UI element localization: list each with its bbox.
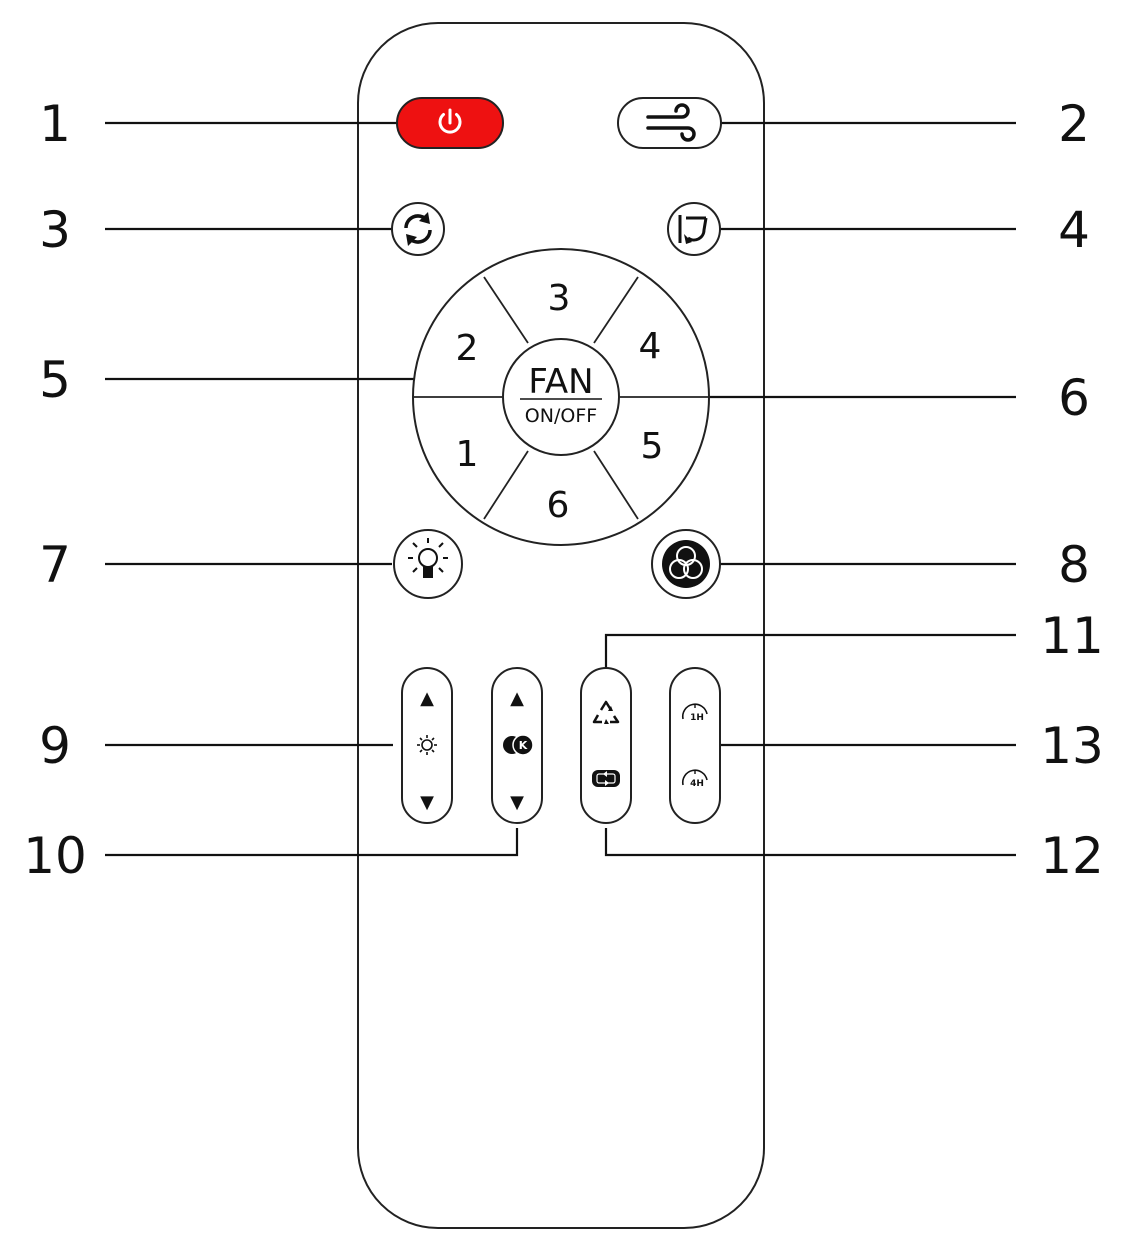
callout-13: 13 xyxy=(1040,717,1104,775)
kelvin-icon: K xyxy=(503,734,534,756)
timer-4h-button[interactable]: 4H xyxy=(681,769,708,789)
timer-4h-label: 4H xyxy=(690,779,704,789)
mode-rocker xyxy=(580,667,632,824)
callout-9: 9 xyxy=(39,717,71,775)
color-temperature-rocker: ▲ K ▼ xyxy=(491,667,543,824)
rgb-circles-icon xyxy=(662,540,710,588)
speed-2-button[interactable]: 2 xyxy=(456,328,479,369)
light-button[interactable] xyxy=(393,529,463,599)
speed-3-button[interactable]: 3 xyxy=(548,278,571,319)
wind-icon xyxy=(646,103,696,142)
loop-icon xyxy=(592,770,620,787)
speed-1-button[interactable]: 1 xyxy=(456,434,479,475)
brightness-up-button[interactable]: ▲ xyxy=(420,688,434,709)
svg-text:K: K xyxy=(519,739,528,752)
timer-rocker: 1H 4H xyxy=(669,667,721,824)
callout-6: 6 xyxy=(1058,369,1090,427)
callout-8: 8 xyxy=(1058,536,1090,594)
callout-12: 12 xyxy=(1040,827,1104,885)
leader-lines xyxy=(105,121,1016,857)
cycle-mode-button[interactable] xyxy=(592,770,620,787)
temperature-up-button[interactable]: ▲ xyxy=(510,688,524,709)
callout-1: 1 xyxy=(39,95,71,153)
rotate-arrows-icon xyxy=(404,212,432,246)
swing-icon xyxy=(678,215,708,244)
dial-dividers xyxy=(413,276,709,520)
breeze-button[interactable] xyxy=(617,97,722,149)
power-button[interactable] xyxy=(396,97,504,149)
callout-4: 4 xyxy=(1058,201,1090,259)
callout-7: 7 xyxy=(39,536,71,594)
clock-icon xyxy=(681,769,708,786)
natural-wind-button[interactable] xyxy=(592,700,620,724)
sun-icon xyxy=(417,735,437,755)
speed-6-button[interactable]: 6 xyxy=(547,485,570,526)
fan-onoff-label: ON/OFF xyxy=(525,405,597,427)
callout-2: 2 xyxy=(1058,95,1090,153)
timer-1h-label: 1H xyxy=(690,713,704,723)
clock-icon xyxy=(681,703,708,720)
temperature-down-button[interactable]: ▼ xyxy=(510,792,524,813)
light-bulb-icon xyxy=(408,538,448,578)
oscillate-button[interactable] xyxy=(667,202,721,256)
brightness-down-button[interactable]: ▼ xyxy=(420,792,434,813)
callout-3: 3 xyxy=(39,201,71,259)
fan-onoff-button[interactable]: FAN ON/OFF xyxy=(502,338,620,456)
callout-11: 11 xyxy=(1040,607,1104,665)
speed-4-button[interactable]: 4 xyxy=(639,326,662,367)
recycle-icon xyxy=(592,700,620,724)
color-button[interactable] xyxy=(651,529,721,599)
callout-10: 10 xyxy=(23,827,87,885)
speed-5-button[interactable]: 5 xyxy=(641,426,664,467)
fan-speed-dial: 1 2 3 4 5 6 FAN ON/OFF xyxy=(412,248,710,546)
power-icon xyxy=(438,108,462,134)
timer-1h-button[interactable]: 1H xyxy=(681,703,708,723)
callout-5: 5 xyxy=(39,351,71,409)
fan-label: FAN xyxy=(528,362,593,402)
brightness-rocker: ▲ ▼ xyxy=(401,667,453,824)
reverse-button[interactable] xyxy=(391,202,445,256)
